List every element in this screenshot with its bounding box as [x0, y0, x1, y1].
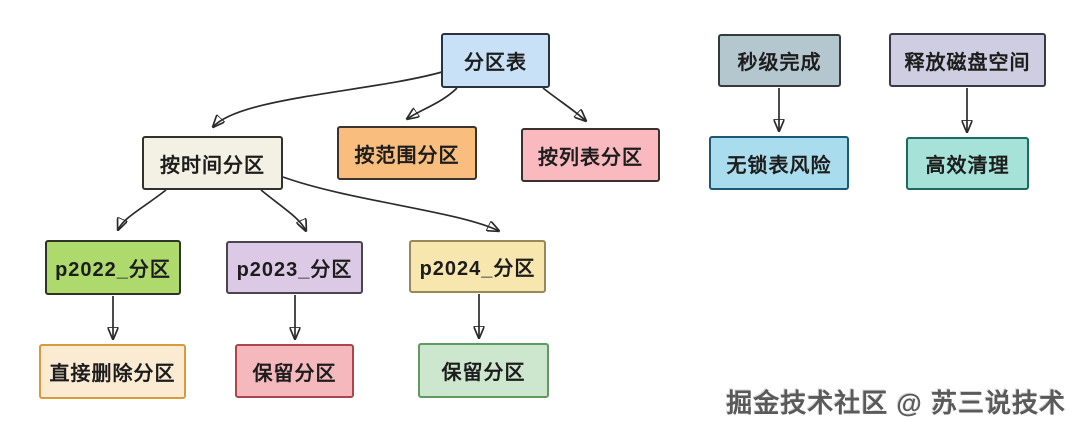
arrow-by-time-to-p2023 [260, 189, 306, 231]
node-efficient-clean: 高效清理 [906, 137, 1029, 190]
node-free-disk-space: 释放磁盘空间 [889, 33, 1046, 87]
node-keep-partition-2024: 保留分区 [418, 343, 549, 398]
node-p2022-partition: p2022_分区 [45, 240, 181, 295]
node-keep-partition-2023: 保留分区 [235, 344, 354, 398]
node-p2024-partition: p2024_分区 [409, 240, 546, 293]
watermark: 掘金技术社区 @ 苏三说技术 [726, 388, 1066, 418]
arrow-by-time-to-p2024 [282, 176, 499, 231]
arrow-partition-table-to-by-range [407, 87, 458, 119]
node-by-range: 按范围分区 [337, 126, 477, 180]
node-delete-directly: 直接删除分区 [39, 344, 186, 399]
node-seconds-done: 秒级完成 [718, 34, 841, 87]
node-by-list: 按列表分区 [521, 128, 660, 182]
node-partition-table: 分区表 [441, 33, 550, 88]
node-no-lock-table-risk: 无锁表风险 [709, 136, 849, 190]
node-by-time: 按时间分区 [142, 136, 283, 190]
arrow-partition-table-to-by-time [213, 71, 443, 127]
arrow-by-time-to-p2022 [118, 189, 167, 230]
node-p2023-partition: p2023_分区 [226, 241, 363, 294]
arrow-partition-table-to-by-list [542, 87, 586, 121]
